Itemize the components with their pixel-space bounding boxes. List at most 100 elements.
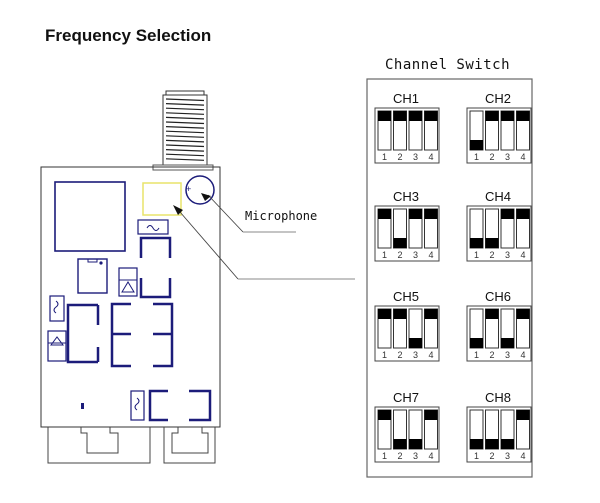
- dip-switch-knob-down: [393, 238, 407, 248]
- dip-switch-body: [466, 107, 532, 164]
- dip-switch-location: [142, 182, 182, 216]
- switch-position-number: 2: [397, 250, 402, 260]
- switch-position-number: 2: [397, 350, 402, 360]
- switch-position-number: 3: [505, 152, 510, 162]
- dip-switch-knob-up: [485, 309, 499, 319]
- channel-label: CH8: [485, 390, 511, 405]
- dip-switch-knob-down: [485, 439, 499, 449]
- switch-position-number: 3: [413, 152, 418, 162]
- switch-position-number: 4: [428, 350, 433, 360]
- dip-switch-knob-down: [470, 338, 483, 348]
- coil-winding: [165, 121, 205, 125]
- dip-switch-knob-up: [516, 410, 530, 420]
- dip-switch-knob-up: [409, 209, 422, 219]
- switch-position-number: 2: [489, 250, 494, 260]
- dip-switch-knob-down: [409, 439, 422, 449]
- dip-switch-body: [374, 107, 440, 164]
- microphone: +: [185, 175, 215, 205]
- dip-switch-knob-down: [501, 338, 514, 348]
- channel-label: CH5: [393, 289, 419, 304]
- coil-winding: [165, 135, 205, 138]
- dip-switch-knob-up: [501, 111, 514, 121]
- antenna-coil: [152, 90, 214, 171]
- dip-switch-knob-down: [393, 439, 407, 449]
- channel-label: CH2: [485, 91, 511, 106]
- switch-position-number: 4: [520, 152, 525, 162]
- coil-winding: [165, 107, 205, 111]
- dip-switch-knob-down: [470, 439, 483, 449]
- switch-position-number: 1: [382, 350, 387, 360]
- switch-position-number: 2: [489, 451, 494, 461]
- coil-winding: [165, 116, 205, 120]
- switch-position-number: 1: [382, 152, 387, 162]
- dip-switch-body: [466, 406, 532, 463]
- switch-position-number: 3: [413, 451, 418, 461]
- switch-position-number: 1: [474, 250, 479, 260]
- switch-position-number: 4: [520, 350, 525, 360]
- dip-switch-knob-up: [378, 410, 391, 420]
- coil-winding: [165, 112, 205, 115]
- channel-label: CH4: [485, 189, 511, 204]
- coil-winding: [165, 130, 205, 134]
- switch-position-number: 3: [505, 250, 510, 260]
- dip-switch-knob-up: [409, 111, 422, 121]
- switch-position-number: 1: [382, 250, 387, 260]
- dip-switch-knob-down: [409, 338, 422, 348]
- switch-position-number: 4: [428, 152, 433, 162]
- dip-switch-knob-up: [485, 111, 499, 121]
- dip-switch-knob-up: [516, 309, 530, 319]
- dip-switch-body: [466, 305, 532, 362]
- coil-winding: [165, 126, 205, 129]
- switch-position-number: 2: [489, 350, 494, 360]
- switch-position-number: 1: [474, 350, 479, 360]
- dip-switch-knob-down: [470, 140, 483, 150]
- coil-winding: [165, 103, 205, 106]
- dip-switch-knob-up: [424, 209, 438, 219]
- dip-switch-knob-down: [501, 439, 514, 449]
- switch-position-number: 4: [520, 250, 525, 260]
- connectors: [47, 427, 216, 464]
- dip-switch-knob-up: [424, 111, 438, 121]
- dip-switch-body: [374, 305, 440, 362]
- dip-switch-knob-up: [516, 209, 530, 219]
- channel-label: CH7: [393, 390, 419, 405]
- switch-position-number: 3: [505, 451, 510, 461]
- coil-winding: [165, 149, 205, 152]
- coil-winding: [165, 98, 205, 102]
- page-title: Frequency Selection: [45, 26, 212, 45]
- svg-text:+: +: [186, 184, 191, 194]
- dip-switch-knob-up: [393, 111, 407, 121]
- switch-position-number: 3: [413, 350, 418, 360]
- coil-winding: [165, 158, 205, 161]
- dip-switch-knob-up: [424, 309, 438, 319]
- channel-switch-frame: [366, 78, 533, 478]
- board-outline: [40, 166, 221, 428]
- coil-winding: [165, 139, 205, 143]
- switch-position-number: 4: [520, 451, 525, 461]
- dip-switch-knob-up: [424, 410, 438, 420]
- switch-position-number: 1: [474, 451, 479, 461]
- switch-position-number: 2: [397, 152, 402, 162]
- switch-position-number: 4: [428, 451, 433, 461]
- dip-switch-knob-up: [378, 209, 391, 219]
- dip-switch-knob-up: [501, 209, 514, 219]
- dip-switch-knob-up: [516, 111, 530, 121]
- switch-position-number: 3: [505, 350, 510, 360]
- switch-position-number: 1: [382, 451, 387, 461]
- circuit-board: +: [40, 90, 355, 464]
- ic-large: [54, 181, 126, 252]
- dip-switch-body: [374, 205, 440, 262]
- switch-position-number: 4: [428, 250, 433, 260]
- dip-switch-knob-up: [378, 111, 391, 121]
- dip-switch-knob-down: [470, 238, 483, 248]
- callout-lines: [173, 193, 355, 280]
- dip-switch-body: [466, 205, 532, 262]
